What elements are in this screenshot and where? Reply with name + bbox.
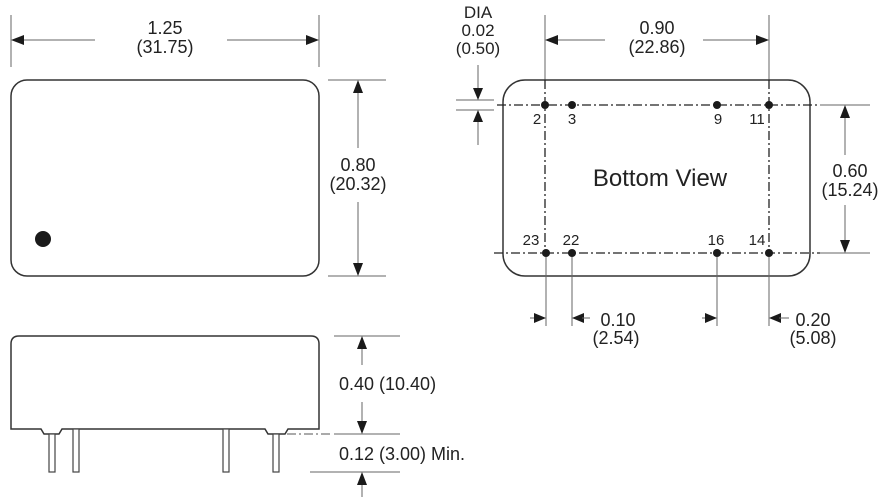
row-spacing-mm: (15.24) xyxy=(821,180,878,200)
arrow-up-icon xyxy=(357,472,367,485)
pin-label: 9 xyxy=(714,111,722,128)
pin-label: 2 xyxy=(533,111,541,128)
pin-label: 11 xyxy=(749,111,765,128)
arrow-down-icon xyxy=(357,421,367,434)
side-view: 0.40 (10.40) 0.12 (3.00) Min. xyxy=(10,335,465,497)
pin-lead xyxy=(48,433,56,473)
module-body-top xyxy=(10,79,320,277)
arrow-down-icon xyxy=(353,263,363,276)
pin-label: 3 xyxy=(568,111,576,128)
module-body-bottom xyxy=(502,79,811,277)
pin-23 xyxy=(542,249,550,257)
pin-length-dim: 0.12 (3.00) Min. xyxy=(339,444,465,464)
row-spacing-inch: 0.60 xyxy=(832,161,867,181)
span-dim-mm: (22.86) xyxy=(628,37,685,57)
pin-14 xyxy=(765,249,773,257)
offset-inch: 0.20 xyxy=(795,310,830,330)
pin-lead xyxy=(72,428,80,473)
pin-lead xyxy=(272,433,280,473)
dia-inch: 0.02 xyxy=(461,21,494,40)
arrow-left-icon xyxy=(545,35,558,45)
body-height-dim: 0.40 (10.40) xyxy=(339,374,436,394)
pin1-marker-icon xyxy=(35,231,51,247)
pin-2 xyxy=(541,101,549,109)
pitch-mm: (2.54) xyxy=(592,328,639,348)
width-dim-mm: (31.75) xyxy=(136,37,193,57)
pin-label: 16 xyxy=(708,232,725,249)
height-dim-inch: 0.80 xyxy=(340,155,375,175)
arrow-down-icon xyxy=(473,88,483,100)
offset-mm: (5.08) xyxy=(789,328,836,348)
arrow-right-icon xyxy=(705,313,717,323)
top-view: 1.25 (31.75) 0.80 (20.32) xyxy=(10,15,387,277)
height-dim-mm: (20.32) xyxy=(329,174,386,194)
pitch-inch: 0.10 xyxy=(600,310,635,330)
dia-mm: (0.50) xyxy=(456,39,500,58)
arrow-down-icon xyxy=(840,240,850,253)
pin-lead xyxy=(222,428,230,473)
arrow-up-icon xyxy=(353,80,363,93)
pin-9 xyxy=(713,101,721,109)
width-dim-inch: 1.25 xyxy=(147,18,182,38)
bottom-view: DIA 0.02 (0.50) 0.90 (22.86) 2 3 xyxy=(456,3,879,348)
arrow-right-icon xyxy=(534,313,546,323)
arrow-left-icon xyxy=(11,35,24,45)
pin-label: 22 xyxy=(563,232,580,249)
arrow-left-icon xyxy=(769,313,781,323)
pin-label: 14 xyxy=(749,232,766,249)
arrow-right-icon xyxy=(306,35,319,45)
arrow-right-icon xyxy=(756,35,769,45)
arrow-left-icon xyxy=(572,313,584,323)
pin-3 xyxy=(568,101,576,109)
arrow-up-icon xyxy=(840,105,850,118)
span-dim-inch: 0.90 xyxy=(639,18,674,38)
module-body-side xyxy=(10,335,320,435)
pin-16 xyxy=(713,249,721,257)
pin-11 xyxy=(765,101,773,109)
pin-22 xyxy=(568,249,576,257)
arrow-up-icon xyxy=(473,110,483,122)
arrow-up-icon xyxy=(357,336,367,349)
pin-label: 23 xyxy=(523,232,540,249)
bottom-view-title: Bottom View xyxy=(593,165,728,192)
dia-label: DIA xyxy=(464,3,493,22)
